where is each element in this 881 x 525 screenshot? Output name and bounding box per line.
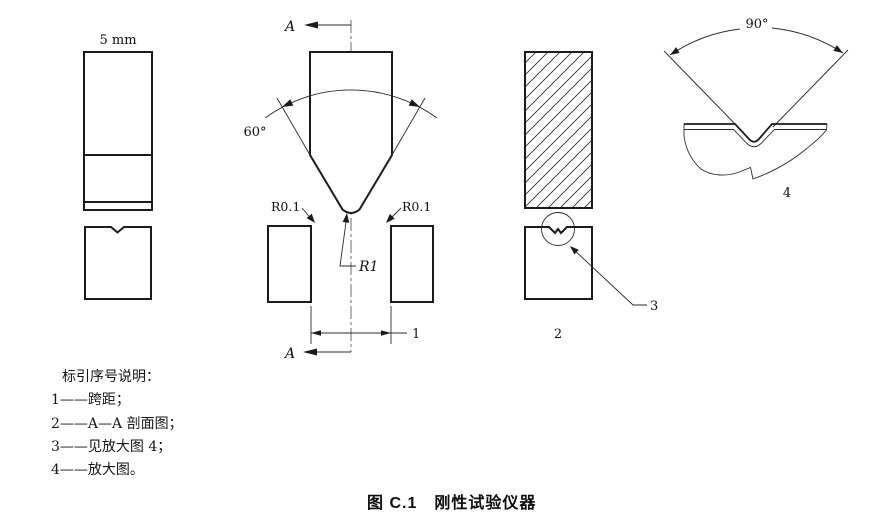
hatched-wedge-section-fill [525,52,592,208]
legend-item-4: 4——放大图。 [51,462,144,479]
angle-arrowhead-right-icon [408,99,420,107]
tip-radius-label: R1 [358,259,378,275]
width-dimension-label: 5 mm [99,33,136,48]
detail-angle-arc-left [669,28,741,56]
detail-angle-arrowhead-right-icon [833,45,843,53]
angle-extension-line-left [276,97,311,156]
legend-title: 标引序号说明： [62,369,160,385]
detail-groove-profile [684,123,827,143]
tip-radius-leader [339,214,356,267]
detail-angle-arrowhead-left-icon [670,47,680,55]
angle-60-label: 60° [243,125,266,140]
edge-radius-label-right: R0.1 [402,199,431,214]
span-ref-label: 1 [412,327,420,342]
edge-radius-label-left: R0.1 [271,199,300,214]
side-view: A 60° R0.1 R0.1 R1 [243,19,438,362]
detail-callout-ref-label: 3 [650,299,658,314]
section-view-ref-label: 2 [554,327,562,342]
presser-block-outline [83,51,153,211]
section-view: 3 2 [524,51,658,342]
angle-extension-line-right [391,97,426,156]
detail-view-ref-label: 4 [783,186,791,201]
edge-radius-arrowhead-right-icon [386,213,395,223]
legend-item-3: 3——见放大图 4； [51,438,172,455]
detail-angle-label: 90° [745,17,768,32]
legend-item-2: 2——A—A 剖面图； [51,415,183,432]
detail-groove-inner-line [684,129,826,148]
detail-callout-leader [571,247,647,306]
tip-radius-arrowhead-icon [342,213,350,223]
detail-callout-arrowhead-icon [570,246,579,255]
angle-arrowhead-left-icon [282,99,294,107]
section-arrowhead-top-icon [304,21,318,29]
detail-angle-arc-right [771,27,844,54]
detail-circle [541,212,575,246]
section-letter-bottom: A [283,346,295,362]
detail-angle-line-left [663,50,738,127]
edge-radius-arrowhead-left-icon [306,213,315,223]
span-arrowhead-left-icon [311,330,321,336]
span-arrowhead-right-icon [381,330,391,336]
detail-break-boundary [683,123,828,180]
section-arrowhead-bottom-icon [303,348,317,356]
wedge-indenter-outline [309,51,393,214]
support-block-right [390,225,434,303]
detail-view: 90° 4 [663,17,849,201]
notched-anvil-outline [524,226,593,300]
front-view: 5 mm [83,33,153,300]
hatched-wedge-section-outline [524,51,593,209]
figure-caption: 图 C.1 刚性试验仪器 [367,495,537,512]
legend: 标引序号说明： 1——跨距； 2——A—A 剖面图； 3——见放大图 4； 4—… [51,366,183,482]
legend-item-1: 1——跨距； [51,392,130,409]
detail-angle-line-right [772,49,849,128]
grooved-support-outline [84,226,152,300]
section-letter-top: A [283,19,295,35]
support-block-left [267,225,312,303]
